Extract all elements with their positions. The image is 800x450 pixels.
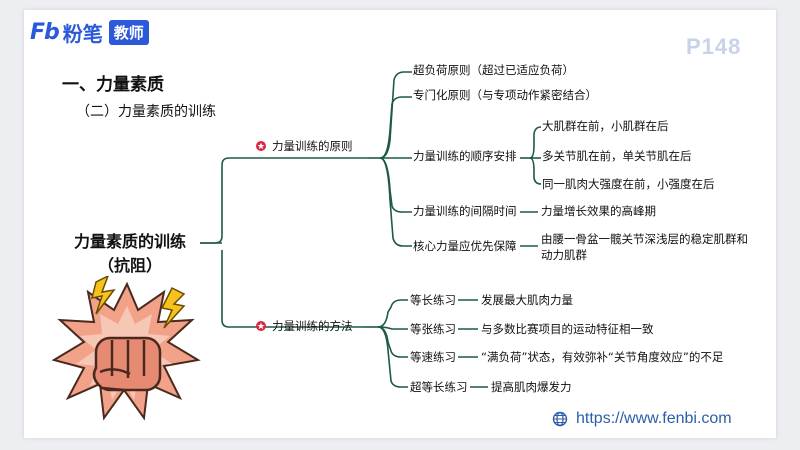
principle-interval: 力量训练的间隔时间 xyxy=(413,204,517,218)
principle-order: 力量训练的顺序安排 xyxy=(413,149,517,163)
order-item: 多关节肌在前，单关节肌在后 xyxy=(542,149,692,163)
logo-mark: Fb xyxy=(30,20,60,45)
principle-overload: 超负荷原则（超过已适应负荷） xyxy=(413,63,574,77)
star-mark-icon xyxy=(256,321,266,331)
branch-methods: 力量训练的方法 xyxy=(272,319,353,333)
order-item: 同一肌肉大强度在前，小强度在后 xyxy=(542,177,715,191)
logo-badge: 教师 xyxy=(108,20,149,45)
method-isotonic: 等张练习 xyxy=(410,322,456,336)
method-detail: 与多数比赛项目的运动特征相一致 xyxy=(481,322,654,336)
logo-text: 粉笔 xyxy=(62,22,103,46)
order-item: 大肌群在前，小肌群在后 xyxy=(542,119,669,133)
method-detail: 发展最大肌肉力量 xyxy=(481,293,573,307)
interval-detail: 力量增长效果的高峰期 xyxy=(541,204,656,218)
fist-illustration xyxy=(52,276,201,421)
method-detail: 提高肌肉爆发力 xyxy=(491,380,572,394)
principle-specificity: 专门化原则（与专项动作紧密结合） xyxy=(413,88,597,102)
method-plyometric: 超等长练习 xyxy=(410,380,468,394)
footer-url[interactable]: https://www.fenbi.com xyxy=(552,410,732,428)
root-subtitle: （抗阻） xyxy=(97,256,162,275)
method-isometric: 等长练习 xyxy=(410,293,456,307)
method-detail: “满负荷”状态，有效弥补“关节角度效应”的不足 xyxy=(481,350,724,364)
subsection-heading: （二）力量素质的训练 xyxy=(76,104,216,120)
page-number: P148 xyxy=(686,34,742,59)
principle-core: 核心力量应优先保障 xyxy=(413,239,517,253)
method-isokinetic: 等速练习 xyxy=(410,350,456,364)
mindmap-root: 力量素质的训练 （抗阻） xyxy=(70,230,190,278)
url-link[interactable]: https://www.fenbi.com xyxy=(576,410,732,427)
branch-principles: 力量训练的原则 xyxy=(272,139,353,153)
fenbi-logo: Fb 粉笔 教师 xyxy=(30,18,149,47)
core-detail: 由腰一骨盆一髋关节深浅层的稳定肌群和动力肌群 xyxy=(541,232,748,262)
star-mark-icon xyxy=(256,141,266,151)
section-heading: 一、力量素质 xyxy=(62,75,164,95)
root-title: 力量素质的训练 xyxy=(73,232,186,251)
globe-icon xyxy=(552,411,568,427)
